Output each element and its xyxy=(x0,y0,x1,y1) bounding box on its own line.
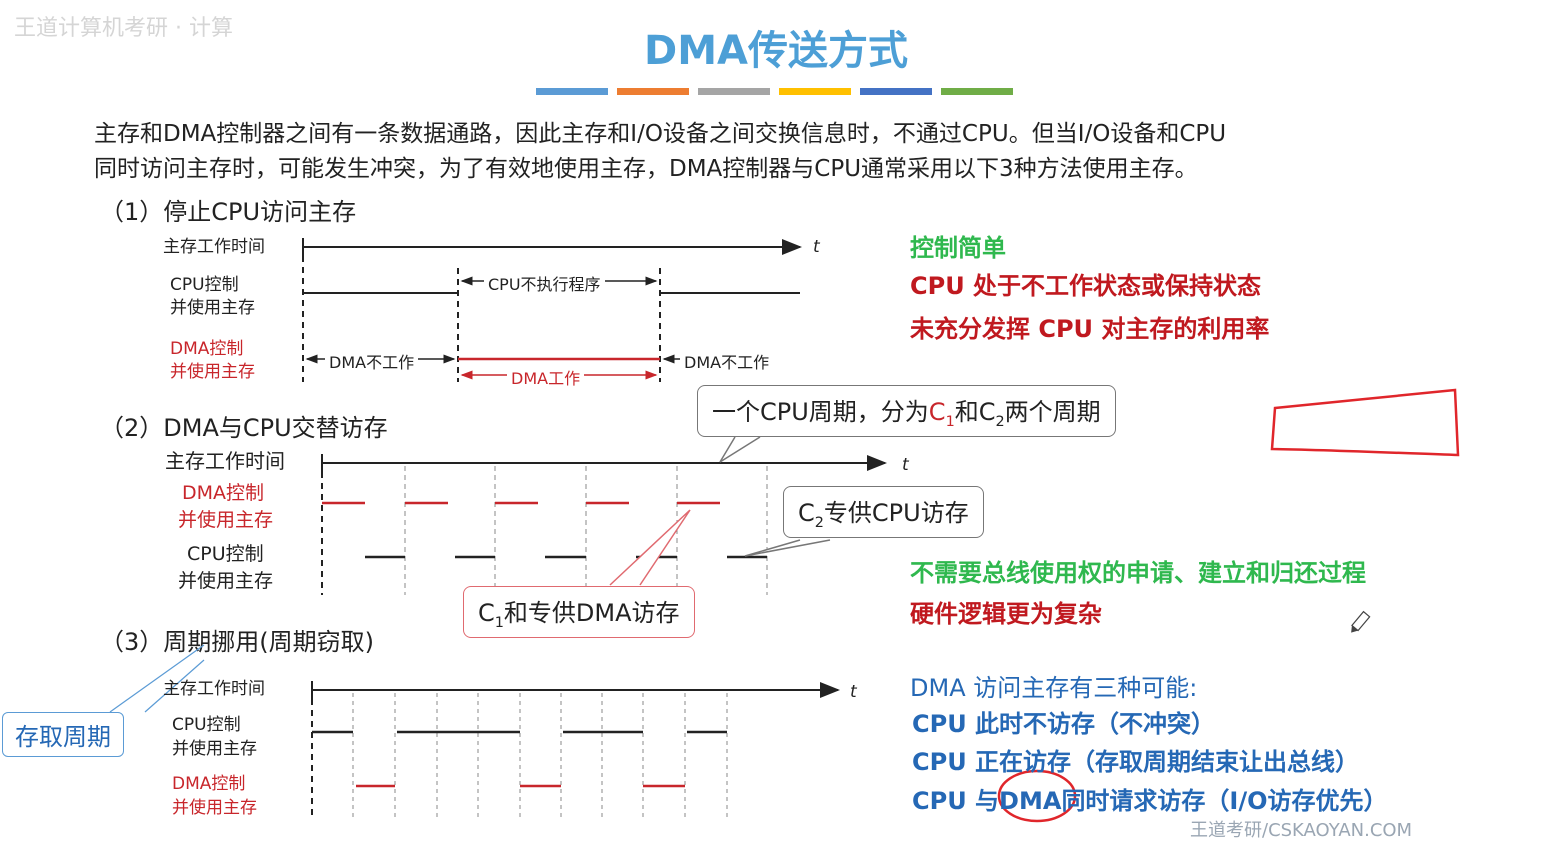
s1-note-1: 控制简单 xyxy=(910,234,1006,262)
s2-callout-cpu-cycle: 一个CPU周期，分为C1和C2两个周期 xyxy=(697,385,1116,437)
accent-seg-1 xyxy=(536,88,608,95)
s1-cpu-label-1: CPU控制 xyxy=(170,275,239,295)
s2-t-label: t xyxy=(902,455,909,475)
s1-dma-label-2: 并使用主存 xyxy=(170,362,255,382)
intro-line-2: 同时访问主存时，可能发生冲突，为了有效地使用主存，DMA控制器与CPU通常采用以… xyxy=(94,156,1198,182)
s3-dma-label-2: 并使用主存 xyxy=(172,798,257,818)
s3-note-3: CPU 与DMA同时请求访存（I/O访存优先） xyxy=(912,781,1388,816)
s2-callout-c2-cpu: C2专供CPU访存 xyxy=(783,486,984,538)
s2-callout-c1-letter: C xyxy=(478,599,495,627)
s2-callout-c2-letter-sub: 2 xyxy=(814,514,824,531)
s3-callout-pointer-2 xyxy=(144,659,205,713)
s2-callout-c2-text: 专供CPU访存 xyxy=(823,499,969,527)
s2-cpu-label-1: CPU控制 xyxy=(187,543,264,565)
s2-callout-c1-text: 和专供DMA访存 xyxy=(503,599,680,627)
accent-seg-2 xyxy=(617,88,689,95)
s2-callout-cpu-cycle-pre: 一个CPU周期，分为 xyxy=(712,398,929,426)
accent-seg-4 xyxy=(779,88,851,95)
s1-dma-idle-left-label: DMA不工作 xyxy=(325,349,419,373)
s3-note-3-pre: CPU 与 xyxy=(912,787,1000,815)
intro-line-1: 主存和DMA控制器之间有一条数据通路，因此主存和I/O设备之间交换信息时，不通过… xyxy=(94,121,1227,147)
s1-cpu-label-2: 并使用主存 xyxy=(170,298,255,318)
s3-mem-time-label: 主存工作时间 xyxy=(163,679,265,699)
watermark-top: 王道计算机考研 · 计算 xyxy=(14,16,233,41)
s1-dma-label-1: DMA控制 xyxy=(170,339,244,359)
accent-bar xyxy=(536,88,1016,96)
pencil-cursor-icon xyxy=(1351,610,1371,633)
s1-note-2: CPU 处于不工作状态或保持状态 xyxy=(910,272,1262,300)
s3-callout-access-cycle: 存取周期 xyxy=(2,712,124,757)
page-title: DMA传送方式 xyxy=(644,28,908,74)
s3-note-head: DMA 访问主存有三种可能: xyxy=(910,674,1198,702)
s3-note-1: CPU 此时不访存（不冲突） xyxy=(912,710,1216,738)
s2-callout-c1-dma: C1和专供DMA访存 xyxy=(463,586,695,638)
s2-callout-top-pointer xyxy=(719,436,761,463)
s3-t-label: t xyxy=(850,682,857,702)
s3-cpu-label-1: CPU控制 xyxy=(172,715,241,735)
s2-note-1: 不需要总线使用权的申请、建立和归还过程 xyxy=(910,559,1366,587)
s2-dma-label-2: 并使用主存 xyxy=(178,509,274,531)
s3-note-3-dma: DMA xyxy=(999,787,1062,815)
s2-callout-c2-sub: 2 xyxy=(995,413,1005,430)
s2-callout-cpu-cycle-mid: 和C xyxy=(954,398,996,426)
s1-cpu-idle-label: CPU不执行程序 xyxy=(484,271,605,295)
s2-callout-cpu-cycle-post: 两个周期 xyxy=(1004,398,1101,426)
s2-dma-label-1: DMA控制 xyxy=(182,482,265,504)
s2-mem-time-label: 主存工作时间 xyxy=(165,449,285,473)
s1-dma-work-label: DMA工作 xyxy=(507,365,585,389)
s3-note-3-post: 同时请求访存（I/O访存优先） xyxy=(1061,787,1388,815)
s1-note-3: 未充分发挥 CPU 对主存的利用率 xyxy=(910,315,1270,343)
s2-callout-c1: C xyxy=(928,398,946,426)
s1-t-label: t xyxy=(813,237,820,257)
accent-seg-6 xyxy=(941,88,1013,95)
red-circle-dma xyxy=(997,769,1077,823)
s1-dma-idle-right-label: DMA不工作 xyxy=(680,349,774,373)
s2-callout-c1-letter-sub: 1 xyxy=(494,614,504,631)
accent-seg-5 xyxy=(860,88,932,95)
s2-callout-c1-pointer xyxy=(609,509,691,586)
section-3-heading: （3）周期挪用(周期窃取) xyxy=(100,628,374,656)
s2-callout-c1-sub: 1 xyxy=(945,413,955,430)
s2-note-2: 硬件逻辑更为复杂 xyxy=(910,600,1102,628)
section-2-heading: （2）DMA与CPU交替访存 xyxy=(100,414,388,442)
s2-callout-c2-letter: C xyxy=(798,499,815,527)
s2-callout-c2-pointer xyxy=(744,539,831,557)
s3-callout-pointer-1 xyxy=(109,644,205,713)
s1-mem-time-label: 主存工作时间 xyxy=(163,237,265,257)
section-1-heading: （1）停止CPU访问主存 xyxy=(100,198,357,226)
s2-cpu-label-2: 并使用主存 xyxy=(178,570,274,592)
s3-note-2: CPU 正在访存（存取周期结束让出总线） xyxy=(912,748,1360,776)
s3-cpu-label-2: 并使用主存 xyxy=(172,739,257,759)
red-hand-drawn-box xyxy=(1270,388,1460,457)
accent-seg-3 xyxy=(698,88,770,95)
s3-dma-label-1: DMA控制 xyxy=(172,774,246,794)
